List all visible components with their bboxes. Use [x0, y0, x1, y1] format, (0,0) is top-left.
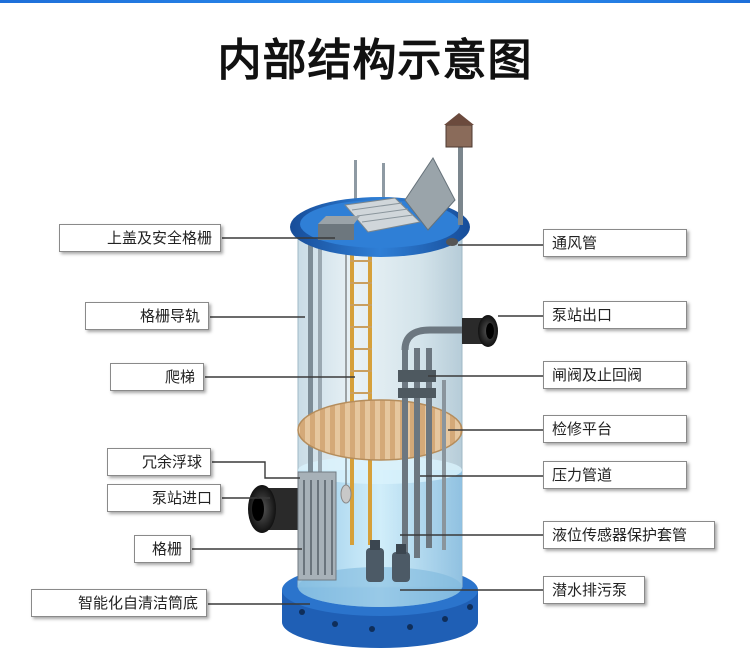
- callout-pump-inlet: 泵站进口: [107, 484, 221, 512]
- callout-ventilation-pipe: 通风管: [543, 229, 687, 257]
- callout-gate-check-valve: 闸阀及止回阀: [543, 361, 687, 389]
- level-sensor-sleeve: [442, 380, 446, 550]
- maintenance-platform: [297, 399, 463, 461]
- submersible-pumps: [366, 540, 410, 582]
- callout-level-sensor-sleeve: 液位传感器保护套管: [543, 521, 715, 549]
- pressure-pipes: [398, 326, 470, 558]
- callout-top-cover: 上盖及安全格栅: [59, 224, 221, 252]
- top-accent-rule: [0, 0, 750, 3]
- callout-pressure-pipe: 压力管道: [543, 461, 687, 489]
- top-cover: [290, 157, 470, 257]
- callout-grating: 格栅: [134, 535, 191, 563]
- ventilation-pipe: [444, 113, 474, 246]
- callout-grating-guide-rail: 格栅导轨: [85, 302, 209, 330]
- callout-pump-outlet: 泵站出口: [543, 301, 687, 329]
- callout-ladder: 爬梯: [110, 363, 204, 391]
- leader-lines-left: [192, 237, 355, 605]
- callout-maintenance-platform: 检修平台: [543, 415, 687, 443]
- page-title: 内部结构示意图: [217, 35, 533, 86]
- callout-self-cleaning-bottom: 智能化自清洁筒底: [31, 589, 207, 617]
- leader-lines-right: [400, 244, 543, 591]
- inlet-pipe: [248, 471, 337, 581]
- callout-redundant-float: 冗余浮球: [107, 448, 211, 476]
- callout-submersible-pump: 潜水排污泵: [543, 576, 645, 604]
- outlet-pipe: [462, 315, 498, 347]
